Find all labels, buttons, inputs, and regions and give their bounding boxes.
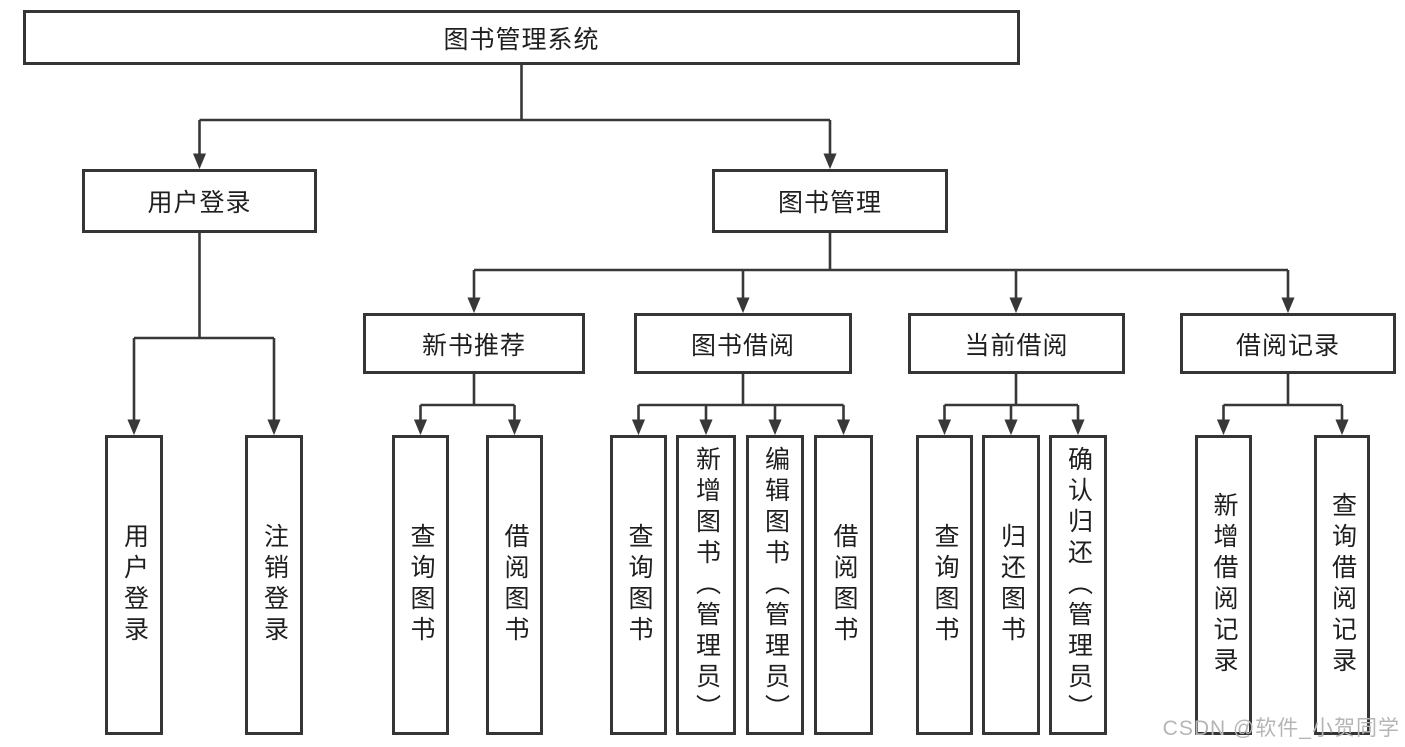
node-current-borrow: 当前借阅 <box>908 313 1125 374</box>
edge-current-trunk <box>944 374 1078 407</box>
node-label: 查询图书 <box>407 523 435 647</box>
node-leaf-query-borrow-record: 查询借阅记录 <box>1314 435 1370 735</box>
node-label: 确认归还（管理员） <box>1064 445 1093 725</box>
node-label: 图书管理 <box>777 189 882 217</box>
node-label: 查询图书 <box>625 523 653 647</box>
node-label: 编辑图书（管理员） <box>761 445 790 725</box>
watermark: CSDN @软件_小贺同学 <box>1162 717 1400 740</box>
node-leaf-add-borrow-record: 新增借阅记录 <box>1195 435 1252 735</box>
node-leaf-user-login: 用户登录 <box>105 435 163 735</box>
edge-root-trunk <box>199 65 830 122</box>
node-label: 归还图书 <box>997 523 1026 647</box>
edge-book-management-trunk <box>474 233 1288 272</box>
node-leaf-edit-books-admin: 编辑图书（管理员） <box>746 435 804 735</box>
node-book-borrow: 图书借阅 <box>634 313 852 374</box>
edge-borrow-trunk <box>638 374 844 407</box>
node-label: 借阅记录 <box>1235 331 1340 360</box>
node-new-book-recommend: 新书推荐 <box>363 313 585 374</box>
edge-recommend-trunk <box>420 374 515 407</box>
node-leaf-query-books-borrow: 查询图书 <box>610 435 667 735</box>
node-label: 用户登录 <box>120 523 149 647</box>
edge-user-login-trunk <box>134 233 274 340</box>
node-label: 借阅图书 <box>501 523 529 647</box>
node-library-management-system: 图书管理系统 <box>23 10 1020 65</box>
node-leaf-borrow-books-recommend: 借阅图书 <box>486 435 543 735</box>
node-leaf-query-books-current: 查询图书 <box>916 435 973 735</box>
node-label: 用户登录 <box>147 189 252 217</box>
node-label: 新增借阅记录 <box>1210 492 1238 678</box>
node-leaf-add-books-admin: 新增图书（管理员） <box>676 435 736 735</box>
node-label: 查询图书 <box>931 523 959 647</box>
node-leaf-logout: 注销登录 <box>245 435 303 735</box>
node-user-login: 用户登录 <box>82 169 317 233</box>
node-label: 新书推荐 <box>421 331 526 360</box>
node-leaf-borrow-books-borrow: 借阅图书 <box>814 435 873 735</box>
node-label: 图书借阅 <box>690 331 795 360</box>
node-label: 图书管理系统 <box>443 25 600 54</box>
node-label: 查询借阅记录 <box>1328 492 1357 678</box>
node-book-management: 图书管理 <box>712 169 948 233</box>
node-label: 注销登录 <box>260 523 289 647</box>
node-leaf-return-books: 归还图书 <box>982 435 1040 735</box>
node-leaf-confirm-return-admin: 确认归还（管理员） <box>1049 435 1107 735</box>
node-borrow-records: 借阅记录 <box>1180 313 1396 374</box>
node-label: 借阅图书 <box>830 523 858 647</box>
node-label: 新增图书（管理员） <box>692 445 721 725</box>
node-leaf-query-books-recommend: 查询图书 <box>392 435 449 735</box>
edge-records-trunk <box>1223 374 1342 407</box>
node-label: 当前借阅 <box>964 331 1069 360</box>
